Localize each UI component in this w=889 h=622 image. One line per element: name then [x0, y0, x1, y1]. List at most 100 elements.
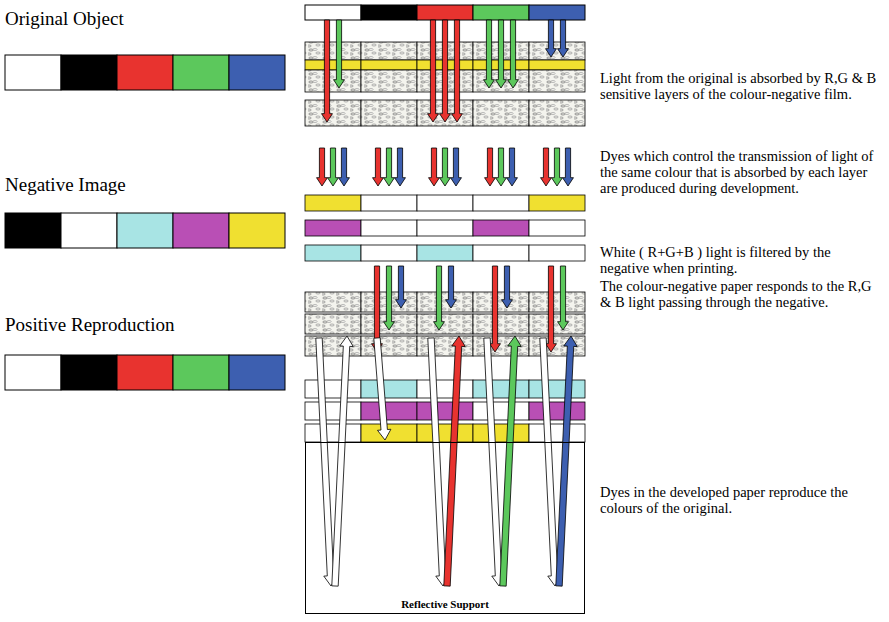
- light-arrow: [558, 20, 569, 57]
- light-arrow: [500, 336, 521, 586]
- light-arrow: [373, 148, 384, 186]
- light-arrow: [374, 338, 391, 440]
- colour-patch: [417, 5, 473, 20]
- explanatory-note: The colour-negative paper responds to th…: [600, 278, 880, 310]
- light-arrow: [546, 20, 557, 57]
- original-swatches: [5, 55, 285, 90]
- colour-patch: [61, 55, 117, 90]
- light-arrow: [429, 148, 440, 186]
- light-arrow: [451, 148, 462, 186]
- paper-blue-layer: [305, 292, 585, 312]
- layer-cell: [529, 402, 585, 420]
- colour-patch: [473, 5, 529, 20]
- magenta-dye-layer: [305, 220, 585, 236]
- light-arrow: [334, 20, 345, 88]
- colour-patch: [173, 213, 229, 248]
- layer-cell: [361, 336, 417, 356]
- layer-cell: [473, 100, 529, 126]
- colour-patch: [117, 55, 173, 90]
- layer-cell: [473, 220, 529, 236]
- layer-cell: [361, 402, 417, 420]
- light-arrow: [339, 148, 350, 186]
- colour-patch: [173, 55, 229, 90]
- yellow-dye-layer: [305, 195, 585, 211]
- colour-patch: [229, 55, 285, 90]
- layer-cell: [305, 195, 361, 211]
- layer-cell: [417, 220, 473, 236]
- colour-patch: [305, 5, 361, 20]
- colour-patch: [173, 355, 229, 390]
- light-arrow: [444, 336, 465, 586]
- layer-cell: [529, 70, 585, 92]
- light-arrow: [507, 148, 518, 186]
- layer-cell: [529, 220, 585, 236]
- light-arrow: [328, 148, 339, 186]
- layer-cell: [305, 424, 361, 442]
- layer-cell: [305, 60, 361, 70]
- layer-cell: [305, 380, 361, 398]
- layer-cell: [529, 60, 585, 70]
- light-arrow: [484, 20, 495, 88]
- layer-cell: [417, 245, 473, 261]
- light-arrow: [556, 336, 577, 586]
- layer-cell: [361, 220, 417, 236]
- colour-patch: [229, 213, 285, 248]
- negative-swatches: [5, 213, 285, 248]
- layer-cell: [529, 195, 585, 211]
- light-arrow: [541, 148, 552, 186]
- layer-cell: [417, 380, 473, 398]
- colour-patch: [5, 55, 61, 90]
- light-arrow: [502, 266, 513, 308]
- light-arrow: [508, 20, 519, 88]
- layer-cell: [305, 402, 361, 420]
- colour-patch: [229, 355, 285, 390]
- layer-cell: [473, 292, 529, 312]
- colour-patch: [117, 355, 173, 390]
- layer-cell: [473, 380, 529, 398]
- layer-cell: [473, 402, 529, 420]
- layer-cell: [361, 100, 417, 126]
- layer-cell: [305, 220, 361, 236]
- layer-cell: [361, 60, 417, 70]
- colour-patch: [61, 355, 117, 390]
- section-heading: Negative Image: [5, 174, 285, 195]
- light-arrow: [384, 148, 395, 186]
- explanatory-note: Dyes which control the transmission of l…: [600, 148, 880, 197]
- layer-cell: [361, 380, 417, 398]
- layer-cell: [361, 70, 417, 92]
- colour-patch: [61, 213, 117, 248]
- light-arrow: [496, 148, 507, 186]
- light-arrow: [485, 148, 496, 186]
- layer-cell: [305, 70, 361, 92]
- light-arrow: [440, 148, 451, 186]
- layer-cell: [305, 42, 361, 60]
- colour-patch: [361, 5, 417, 20]
- explanatory-note: White ( R+G+B ) light is filtered by the…: [600, 244, 880, 276]
- light-arrow: [395, 148, 406, 186]
- layer-cell: [305, 245, 361, 261]
- light-arrow: [558, 266, 569, 330]
- layer-cell: [417, 292, 473, 312]
- paper-green-layer: [305, 314, 585, 334]
- light-arrow: [396, 266, 407, 308]
- layer-cell: [529, 42, 585, 60]
- light-arrow: [434, 266, 445, 330]
- colour-patch: [529, 5, 585, 20]
- light-arrow: [428, 20, 439, 122]
- section-heading: Original Object: [5, 8, 285, 29]
- light-arrow: [440, 20, 451, 122]
- section-heading: Positive Reproduction: [5, 314, 295, 335]
- layer-cell: [473, 314, 529, 334]
- layer-cell: [361, 42, 417, 60]
- layer-cell: [529, 100, 585, 126]
- colour-patch: [5, 213, 61, 248]
- layer-cell: [305, 100, 361, 126]
- cyan-dye-layer: [305, 245, 585, 261]
- reflective-support: Reflective Support: [305, 442, 585, 614]
- explanatory-note: Dyes in the developed paper reproduce th…: [600, 484, 880, 516]
- colour-patch: [5, 355, 61, 390]
- light-arrow: [546, 266, 557, 352]
- layer-cell: [417, 314, 473, 334]
- layer-cell: [305, 314, 361, 334]
